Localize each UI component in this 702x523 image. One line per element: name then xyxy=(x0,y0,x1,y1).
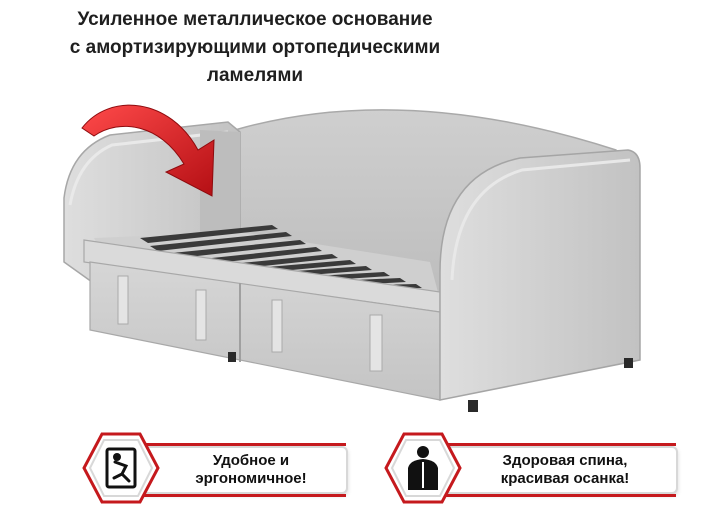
ergonomic-person-icon xyxy=(82,432,160,504)
headline-line-3: ламелями xyxy=(206,65,304,86)
headline-line-1: Усиленное металлическое основание xyxy=(77,9,433,30)
right-armrest xyxy=(439,149,641,401)
badge-ergonomic-line-2: эргономичное! xyxy=(195,470,307,487)
badge-healthy-back-line-2: красивая осанка! xyxy=(500,470,630,487)
red-arrow-icon xyxy=(81,104,215,197)
spine-back-icon xyxy=(384,432,462,504)
headline: Усиленное металлическое основание с амор… xyxy=(20,6,490,90)
badge-ergonomic: Удобное и эргономичное! xyxy=(82,432,352,504)
badge-healthy-back-line-1: Здоровая спина, xyxy=(502,452,628,469)
badge-ergonomic-line-1: Удобное и xyxy=(212,452,290,469)
badge-healthy-back: Здоровая спина, красивая осанка! xyxy=(384,432,684,504)
headline-line-2: с амортизирующими ортопедическими xyxy=(69,37,441,58)
